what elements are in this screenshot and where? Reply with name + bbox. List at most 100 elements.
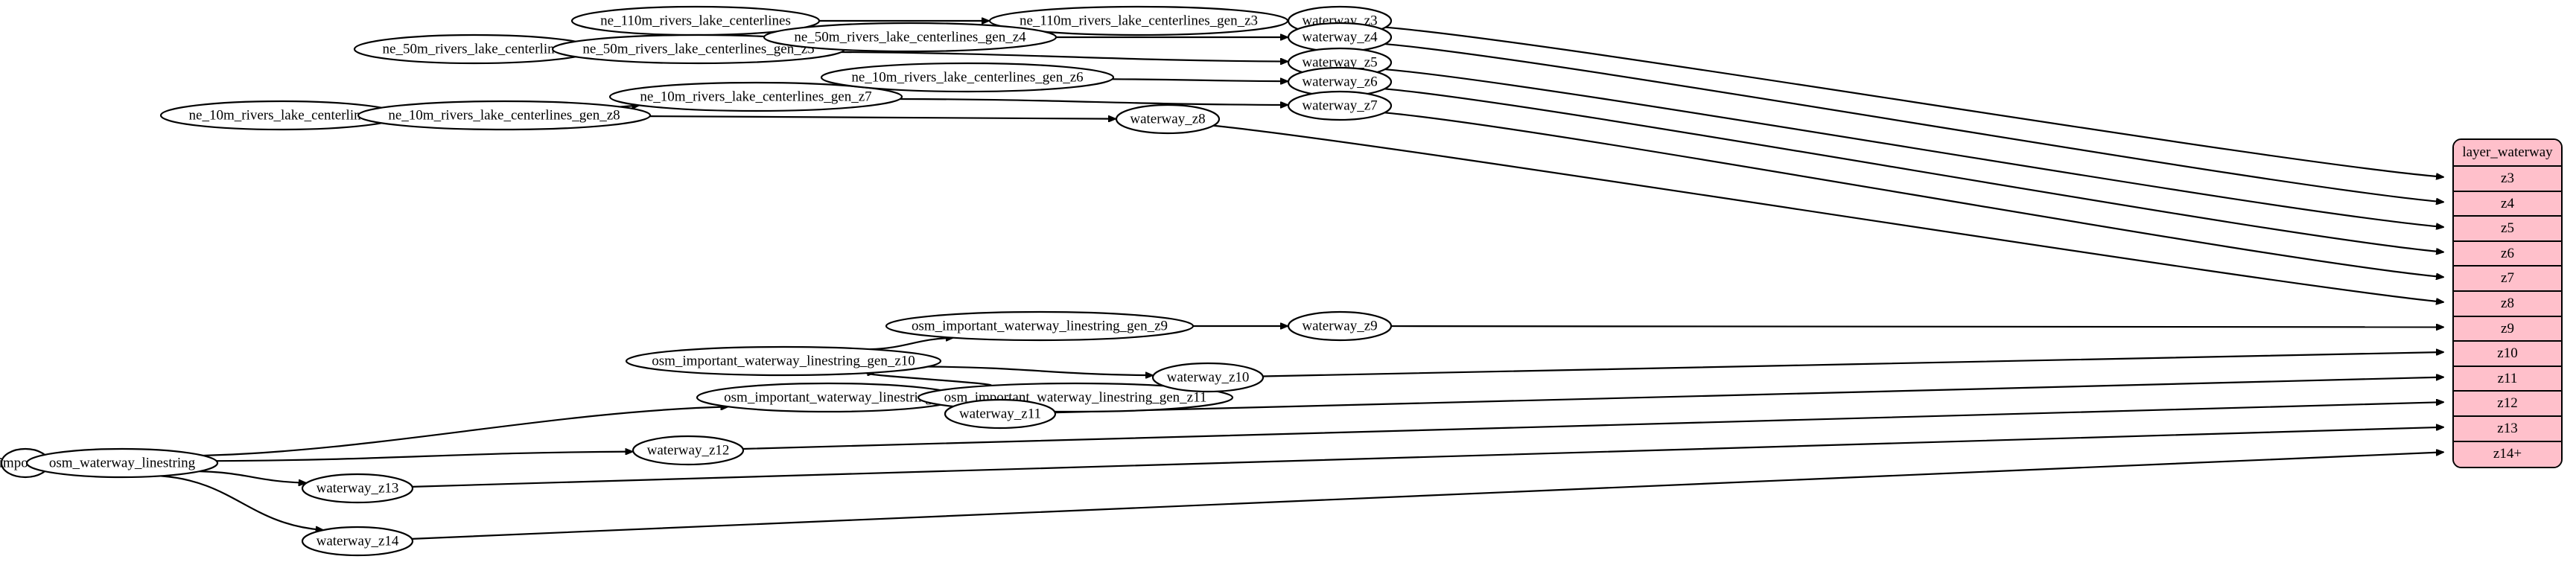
node-label-ne_50m_rivers_lake_centerlines_gen_z4: ne_50m_rivers_lake_centerlines_gen_z4 xyxy=(794,29,1026,45)
node-ne_50m_rivers_lake_centerlines_gen_z4[interactable]: ne_50m_rivers_lake_centerlines_gen_z4 xyxy=(763,22,1058,53)
nodes-layer: imposm3osm_waterway_linestringne_110m_ri… xyxy=(0,5,1393,557)
edge-waterway_z12-to-layer_waterway_z12 xyxy=(742,402,2443,450)
node-label-waterway_z10: waterway_z10 xyxy=(1167,369,1250,385)
node-shape-ne_10m_rivers_lake_centerlines_gen_z8 xyxy=(357,100,652,131)
edge-ne_10m_rivers_lake_centerlines_gen_z7-to-waterway_z7 xyxy=(900,98,1288,105)
node-shape-waterway_z13 xyxy=(301,473,414,504)
node-shape-waterway_z7 xyxy=(1287,90,1393,121)
edge-waterway_z14-to-layer_waterway_z14_ xyxy=(411,452,2443,540)
edge-osm_waterway_linestring-to-waterway_z13 xyxy=(199,470,306,483)
node-waterway_z10[interactable]: waterway_z10 xyxy=(1151,362,1265,393)
record-row-z6[interactable]: z6 xyxy=(2454,241,2561,267)
node-label-osm_important_waterway_linestring: osm_important_waterway_linestring xyxy=(724,389,932,405)
node-label-ne_110m_rivers_lake_centerlines_gen_z3: ne_110m_rivers_lake_centerlines_gen_z3 xyxy=(1020,13,1258,28)
node-ne_10m_rivers_lake_centerlines_gen_z8[interactable]: ne_10m_rivers_lake_centerlines_gen_z8 xyxy=(357,100,652,131)
edge-waterway_z10-to-layer_waterway_z10 xyxy=(1262,352,2443,377)
edge-osm_waterway_linestring-to-waterway_z14 xyxy=(161,475,323,530)
record-row-z14plus[interactable]: z14+ xyxy=(2454,441,2561,468)
node-ne_10m_rivers_lake_centerlines_gen_z7[interactable]: ne_10m_rivers_lake_centerlines_gen_z7 xyxy=(608,81,903,112)
node-label-waterway_z11: waterway_z11 xyxy=(959,406,1041,421)
node-label-waterway_z14: waterway_z14 xyxy=(317,533,399,549)
edge-osm_waterway_linestring-to-osm_important_waterway_linestring xyxy=(203,406,728,457)
node-shape-waterway_z14 xyxy=(301,526,414,557)
node-shape-osm_important_waterway_linestring_gen_z10 xyxy=(625,345,942,377)
node-label-waterway_z9: waterway_z9 xyxy=(1302,318,1377,334)
node-osm_important_waterway_linestring[interactable]: osm_important_waterway_linestring xyxy=(696,382,961,413)
record-header: layer_waterway xyxy=(2454,140,2561,167)
node-label-ne_10m_rivers_lake_centerlines: ne_10m_rivers_lake_centerlines xyxy=(189,107,373,123)
edges-layer xyxy=(26,21,2443,540)
node-label-ne_110m_rivers_lake_centerlines: ne_110m_rivers_lake_centerlines xyxy=(600,13,791,28)
node-label-ne_10m_rivers_lake_centerlines_gen_z7: ne_10m_rivers_lake_centerlines_gen_z7 xyxy=(640,89,871,104)
record-row-z10[interactable]: z10 xyxy=(2454,342,2561,367)
node-shape-ne_10m_rivers_lake_centerlines_gen_z6 xyxy=(820,62,1115,93)
node-osm_important_waterway_linestring_gen_z10[interactable]: osm_important_waterway_linestring_gen_z1… xyxy=(625,345,942,377)
node-waterway_z11[interactable]: waterway_z11 xyxy=(944,398,1057,430)
node-osm_waterway_linestring[interactable]: osm_waterway_linestring xyxy=(25,447,219,479)
node-label-ne_50m_rivers_lake_centerlines_gen_z5: ne_50m_rivers_lake_centerlines_gen_z5 xyxy=(582,41,814,57)
edge-waterway_z11-to-layer_waterway_z11 xyxy=(1055,377,2443,414)
node-label-waterway_z12: waterway_z12 xyxy=(647,442,730,458)
node-ne_50m_rivers_lake_centerlines_gen_z5[interactable]: ne_50m_rivers_lake_centerlines_gen_z5 xyxy=(551,33,846,65)
node-waterway_z12[interactable]: waterway_z12 xyxy=(632,435,745,466)
record-row-z13[interactable]: z13 xyxy=(2454,416,2561,442)
edge-waterway_z9-to-layer_waterway_z9 xyxy=(1390,326,2443,327)
node-waterway_z8[interactable]: waterway_z8 xyxy=(1115,103,1221,135)
edge-waterway_z6-to-layer_waterway_z6 xyxy=(1384,88,2443,252)
node-shape-ne_50m_rivers_lake_centerlines_gen_z4 xyxy=(763,22,1058,53)
node-label-osm_important_waterway_linestring_gen_z10: osm_important_waterway_linestring_gen_z1… xyxy=(652,353,915,368)
node-label-osm_waterway_linestring: osm_waterway_linestring xyxy=(49,455,196,470)
edge-osm_important_waterway_linestring_gen_z10-to-osm_important_waterway_linestring_gen_z9 xyxy=(870,338,953,351)
record-row-z7[interactable]: z7 xyxy=(2454,267,2561,292)
node-shape-waterway_z8 xyxy=(1115,103,1221,135)
record-row-z5[interactable]: z5 xyxy=(2454,217,2561,242)
edge-waterway_z4-to-layer_waterway_z4 xyxy=(1384,42,2443,202)
edge-waterway_z8-to-layer_waterway_z8 xyxy=(1213,124,2443,302)
node-label-ne_50m_rivers_lake_centerlines: ne_50m_rivers_lake_centerlines xyxy=(383,41,567,57)
edge-osm_waterway_linestring-to-waterway_z12 xyxy=(216,452,633,462)
node-osm_important_waterway_linestring_gen_z9[interactable]: osm_important_waterway_linestring_gen_z9 xyxy=(885,310,1195,342)
edge-ne_10m_rivers_lake_centerlines_gen_z6-to-waterway_z6 xyxy=(1112,79,1288,81)
record-row-z8[interactable]: z8 xyxy=(2454,291,2561,317)
node-label-waterway_z7: waterway_z7 xyxy=(1302,98,1377,113)
record-row-z11[interactable]: z11 xyxy=(2454,366,2561,392)
record-row-z4[interactable]: z4 xyxy=(2454,191,2561,217)
node-label-osm_important_waterway_linestring_gen_z9: osm_important_waterway_linestring_gen_z9 xyxy=(912,318,1168,334)
node-shape-waterway_z10 xyxy=(1151,362,1265,393)
node-waterway_z7[interactable]: waterway_z7 xyxy=(1287,90,1393,121)
node-ne_10m_rivers_lake_centerlines[interactable]: ne_10m_rivers_lake_centerlines xyxy=(159,100,402,131)
node-label-waterway_z6: waterway_z6 xyxy=(1302,74,1377,89)
edge-waterway_z5-to-layer_waterway_z5 xyxy=(1384,68,2443,227)
node-shape-waterway_z11 xyxy=(944,398,1057,430)
node-shape-osm_important_waterway_linestring_gen_z9 xyxy=(885,310,1195,342)
node-waterway_z14[interactable]: waterway_z14 xyxy=(301,526,414,557)
record-row-z12[interactable]: z12 xyxy=(2454,392,2561,417)
node-shape-waterway_z9 xyxy=(1287,310,1393,342)
node-shape-osm_waterway_linestring xyxy=(25,447,219,479)
node-label-ne_10m_rivers_lake_centerlines_gen_z6: ne_10m_rivers_lake_centerlines_gen_z6 xyxy=(851,69,1083,85)
edge-osm_important_waterway_linestring_gen_z10-to-waterway_z10 xyxy=(927,366,1153,375)
edge-waterway_z3-to-layer_waterway_z3 xyxy=(1385,26,2443,177)
node-label-ne_10m_rivers_lake_centerlines_gen_z8: ne_10m_rivers_lake_centerlines_gen_z8 xyxy=(388,107,620,123)
record-row-z9[interactable]: z9 xyxy=(2454,316,2561,342)
record-row-z3[interactable]: z3 xyxy=(2454,167,2561,192)
node-ne_10m_rivers_lake_centerlines_gen_z6[interactable]: ne_10m_rivers_lake_centerlines_gen_z6 xyxy=(820,62,1115,93)
node-shape-waterway_z12 xyxy=(632,435,745,466)
node-label-waterway_z4: waterway_z4 xyxy=(1302,29,1378,45)
node-label-waterway_z13: waterway_z13 xyxy=(317,480,399,496)
node-waterway_z4[interactable]: waterway_z4 xyxy=(1287,22,1393,53)
edge-waterway_z13-to-layer_waterway_z13 xyxy=(412,427,2443,488)
node-waterway_z9[interactable]: waterway_z9 xyxy=(1287,310,1393,342)
node-ne_110m_rivers_lake_centerlines[interactable]: ne_110m_rivers_lake_centerlines xyxy=(570,5,821,36)
node-waterway_z13[interactable]: waterway_z13 xyxy=(301,473,414,504)
edge-waterway_z7-to-layer_waterway_z7 xyxy=(1384,112,2443,277)
node-label-waterway_z8: waterway_z8 xyxy=(1130,111,1205,127)
node-ne_110m_rivers_lake_centerlines_gen_z3[interactable]: ne_110m_rivers_lake_centerlines_gen_z3 xyxy=(988,5,1289,36)
edge-ne_10m_rivers_lake_centerlines_gen_z8-to-waterway_z8 xyxy=(649,115,1116,119)
node-shape-ne_10m_rivers_lake_centerlines_gen_z7 xyxy=(608,81,903,112)
edge-ne_50m_rivers_lake_centerlines_gen_z5-to-waterway_z5 xyxy=(841,51,1288,62)
